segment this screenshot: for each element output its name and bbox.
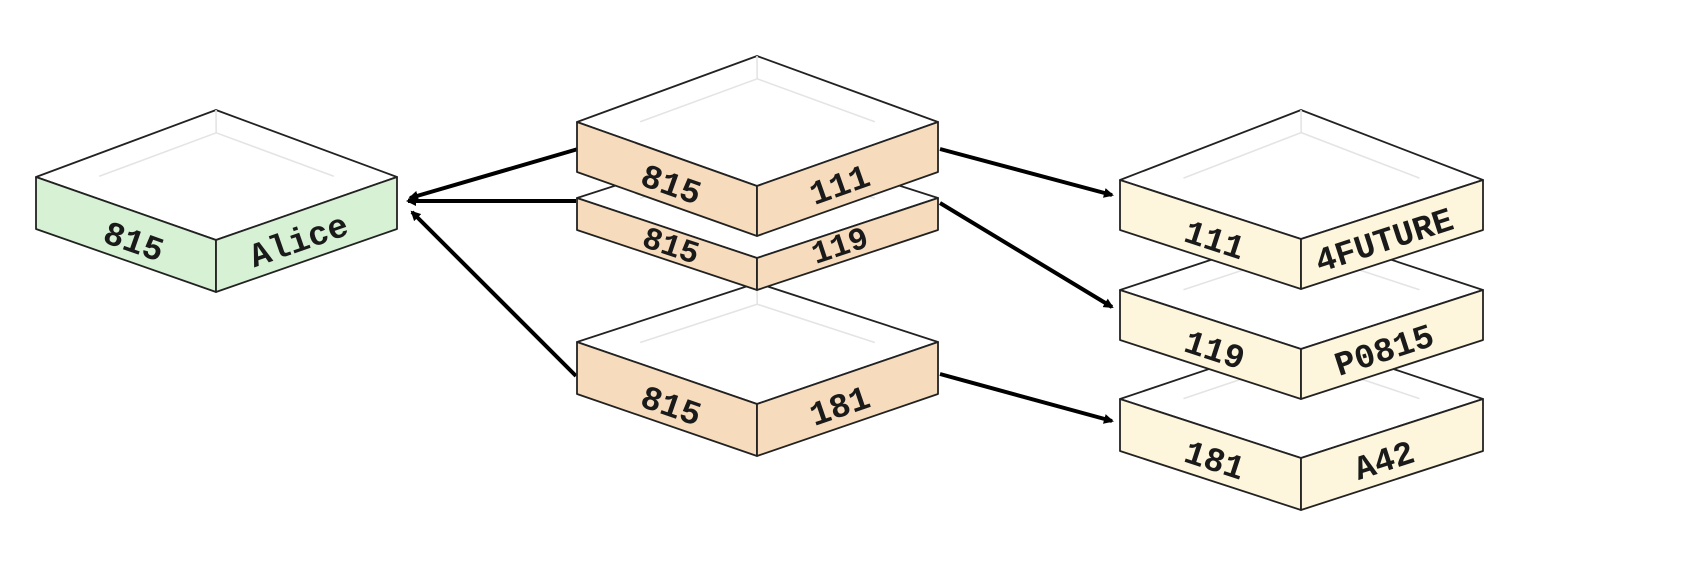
block-right-face <box>1300 289 1484 400</box>
arrow-link-181-to-user-alice <box>410 210 578 378</box>
block-right-face <box>756 341 939 457</box>
tray-inner-line <box>98 131 335 178</box>
block-right-face <box>1300 179 1484 290</box>
arrow-link-111-to-item-111 <box>939 147 1114 198</box>
block-right-face <box>756 197 939 291</box>
tray-inner-line <box>639 77 876 123</box>
arrow-link-181-to-item-181 <box>939 372 1114 424</box>
block-right-face <box>1300 398 1484 511</box>
tray-inner-line <box>639 303 876 344</box>
tray-inner-line <box>1183 131 1420 179</box>
block-right-face <box>215 176 398 293</box>
arrow-link-119-to-item-119 <box>938 201 1114 309</box>
arrow-link-111-to-user-alice <box>408 147 579 201</box>
block-right-face <box>756 121 939 237</box>
arrows-layer <box>406 147 1114 424</box>
